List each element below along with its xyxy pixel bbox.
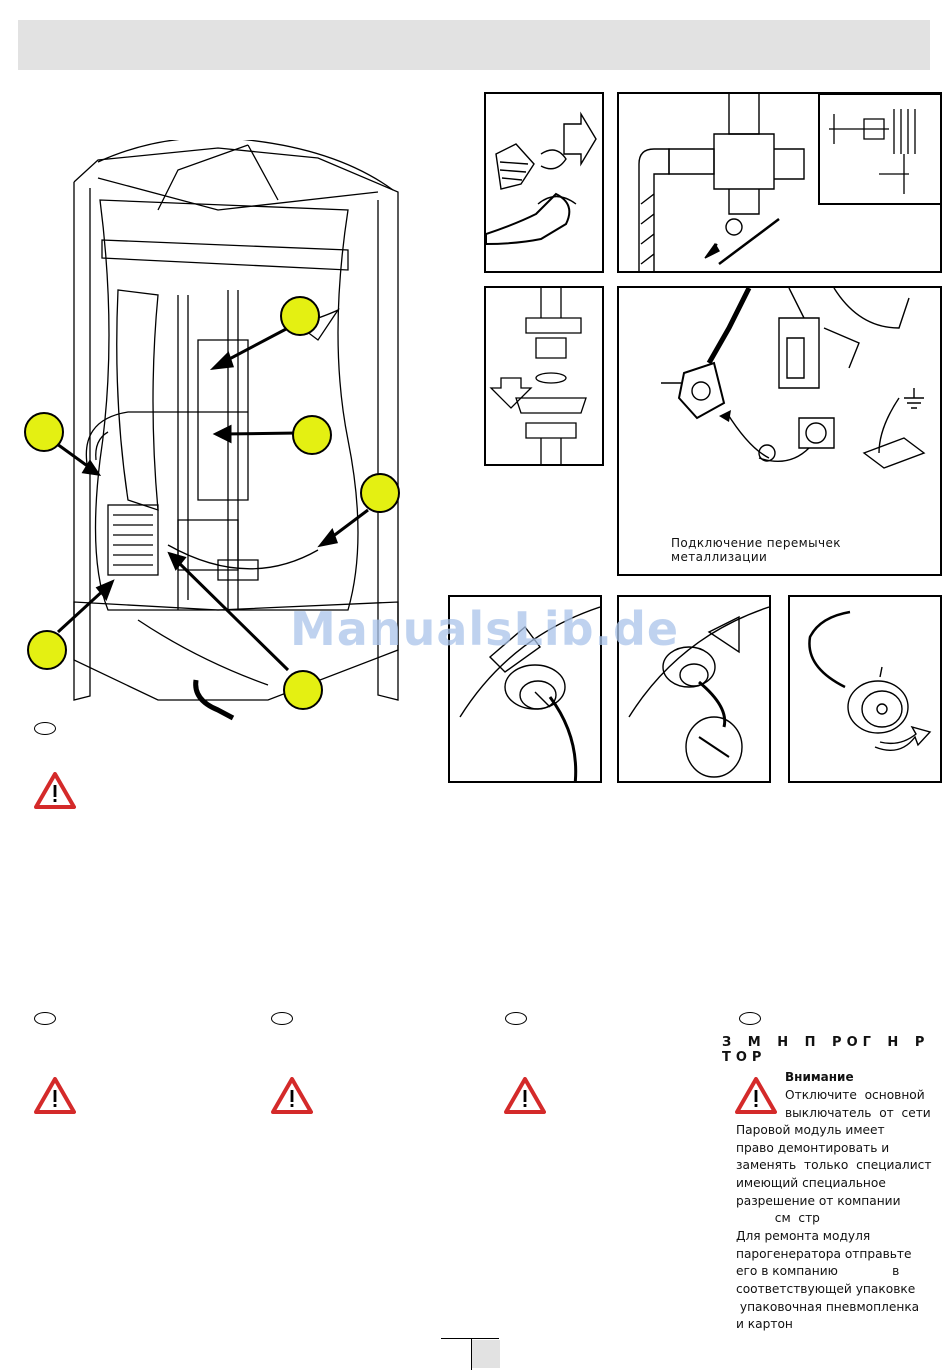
- language-oval-icon: [34, 722, 56, 735]
- warning-triangle-icon: [34, 1077, 76, 1114]
- text-line: имеющий специальное: [736, 1176, 886, 1190]
- language-oval-icon: [739, 1012, 761, 1025]
- callout-1: [280, 296, 320, 336]
- panel-nut-assembly: [484, 286, 604, 466]
- language-oval-icon: [34, 1012, 56, 1025]
- attention-heading: Внимание: [785, 1070, 854, 1084]
- switch-illustration: [808, 610, 932, 751]
- text-line: парогенератора отправьте: [736, 1247, 912, 1261]
- panel-metallization: Подключение перемычек металлизации: [617, 286, 942, 576]
- panel-fitting-1: [448, 595, 602, 783]
- warning-triangle-icon: [34, 772, 76, 809]
- callout-markers: [24, 296, 400, 710]
- panel-connector: [484, 92, 604, 273]
- language-oval-icon: [271, 1012, 293, 1025]
- callout-4: [360, 473, 400, 513]
- text-line: разрешение от компании: [736, 1194, 901, 1208]
- text-line: Паровой модуль имеет: [736, 1123, 885, 1137]
- panel-fitting-2: [617, 595, 771, 783]
- text-line: Отключите основной: [785, 1088, 925, 1102]
- connector-illustration: [486, 111, 597, 246]
- warning-triangle-icon: [271, 1077, 313, 1114]
- language-oval-icon: [505, 1012, 527, 1025]
- panel-switch: [788, 595, 942, 783]
- shower-cabin-illustration: [45, 140, 399, 721]
- text-line: право демонтировать и: [736, 1141, 890, 1155]
- header-bar: [18, 20, 930, 70]
- metallization-caption: Подключение перемычек металлизации: [671, 536, 841, 564]
- page-number-box: [472, 1340, 500, 1368]
- text-line: его в компанию в: [736, 1264, 900, 1278]
- metallization-illustration: [661, 288, 926, 469]
- callout-6: [283, 670, 323, 710]
- text-line: соответствующей упаковке: [736, 1282, 916, 1296]
- footer-rule: [441, 1338, 499, 1339]
- text-line: заменять только специалист: [736, 1158, 932, 1172]
- text-line: см стр: [736, 1211, 820, 1225]
- fitting-2-illustration: [628, 606, 769, 778]
- fitting-1-illustration: [459, 606, 600, 781]
- text-line: упаковочная пневмопленка: [736, 1300, 920, 1314]
- text-line: и картон: [736, 1317, 793, 1331]
- valve-illustration: [638, 94, 940, 271]
- text-line: Для ремонта модуля: [736, 1229, 871, 1243]
- callout-5: [27, 630, 67, 670]
- footer-divider: [471, 1338, 472, 1370]
- watermark: ManualsLib.de: [290, 602, 680, 656]
- warning-triangle-icon: [735, 1077, 777, 1114]
- panel-valve: [617, 92, 942, 273]
- callout-3: [24, 412, 64, 452]
- warning-triangle-icon: [504, 1077, 546, 1114]
- callout-2: [292, 415, 332, 455]
- section-title: З М Н П РОГ Н Р ТОР: [722, 1035, 930, 1065]
- text-line: выключатель от сети: [785, 1106, 931, 1120]
- nut-assembly-illustration: [489, 288, 587, 464]
